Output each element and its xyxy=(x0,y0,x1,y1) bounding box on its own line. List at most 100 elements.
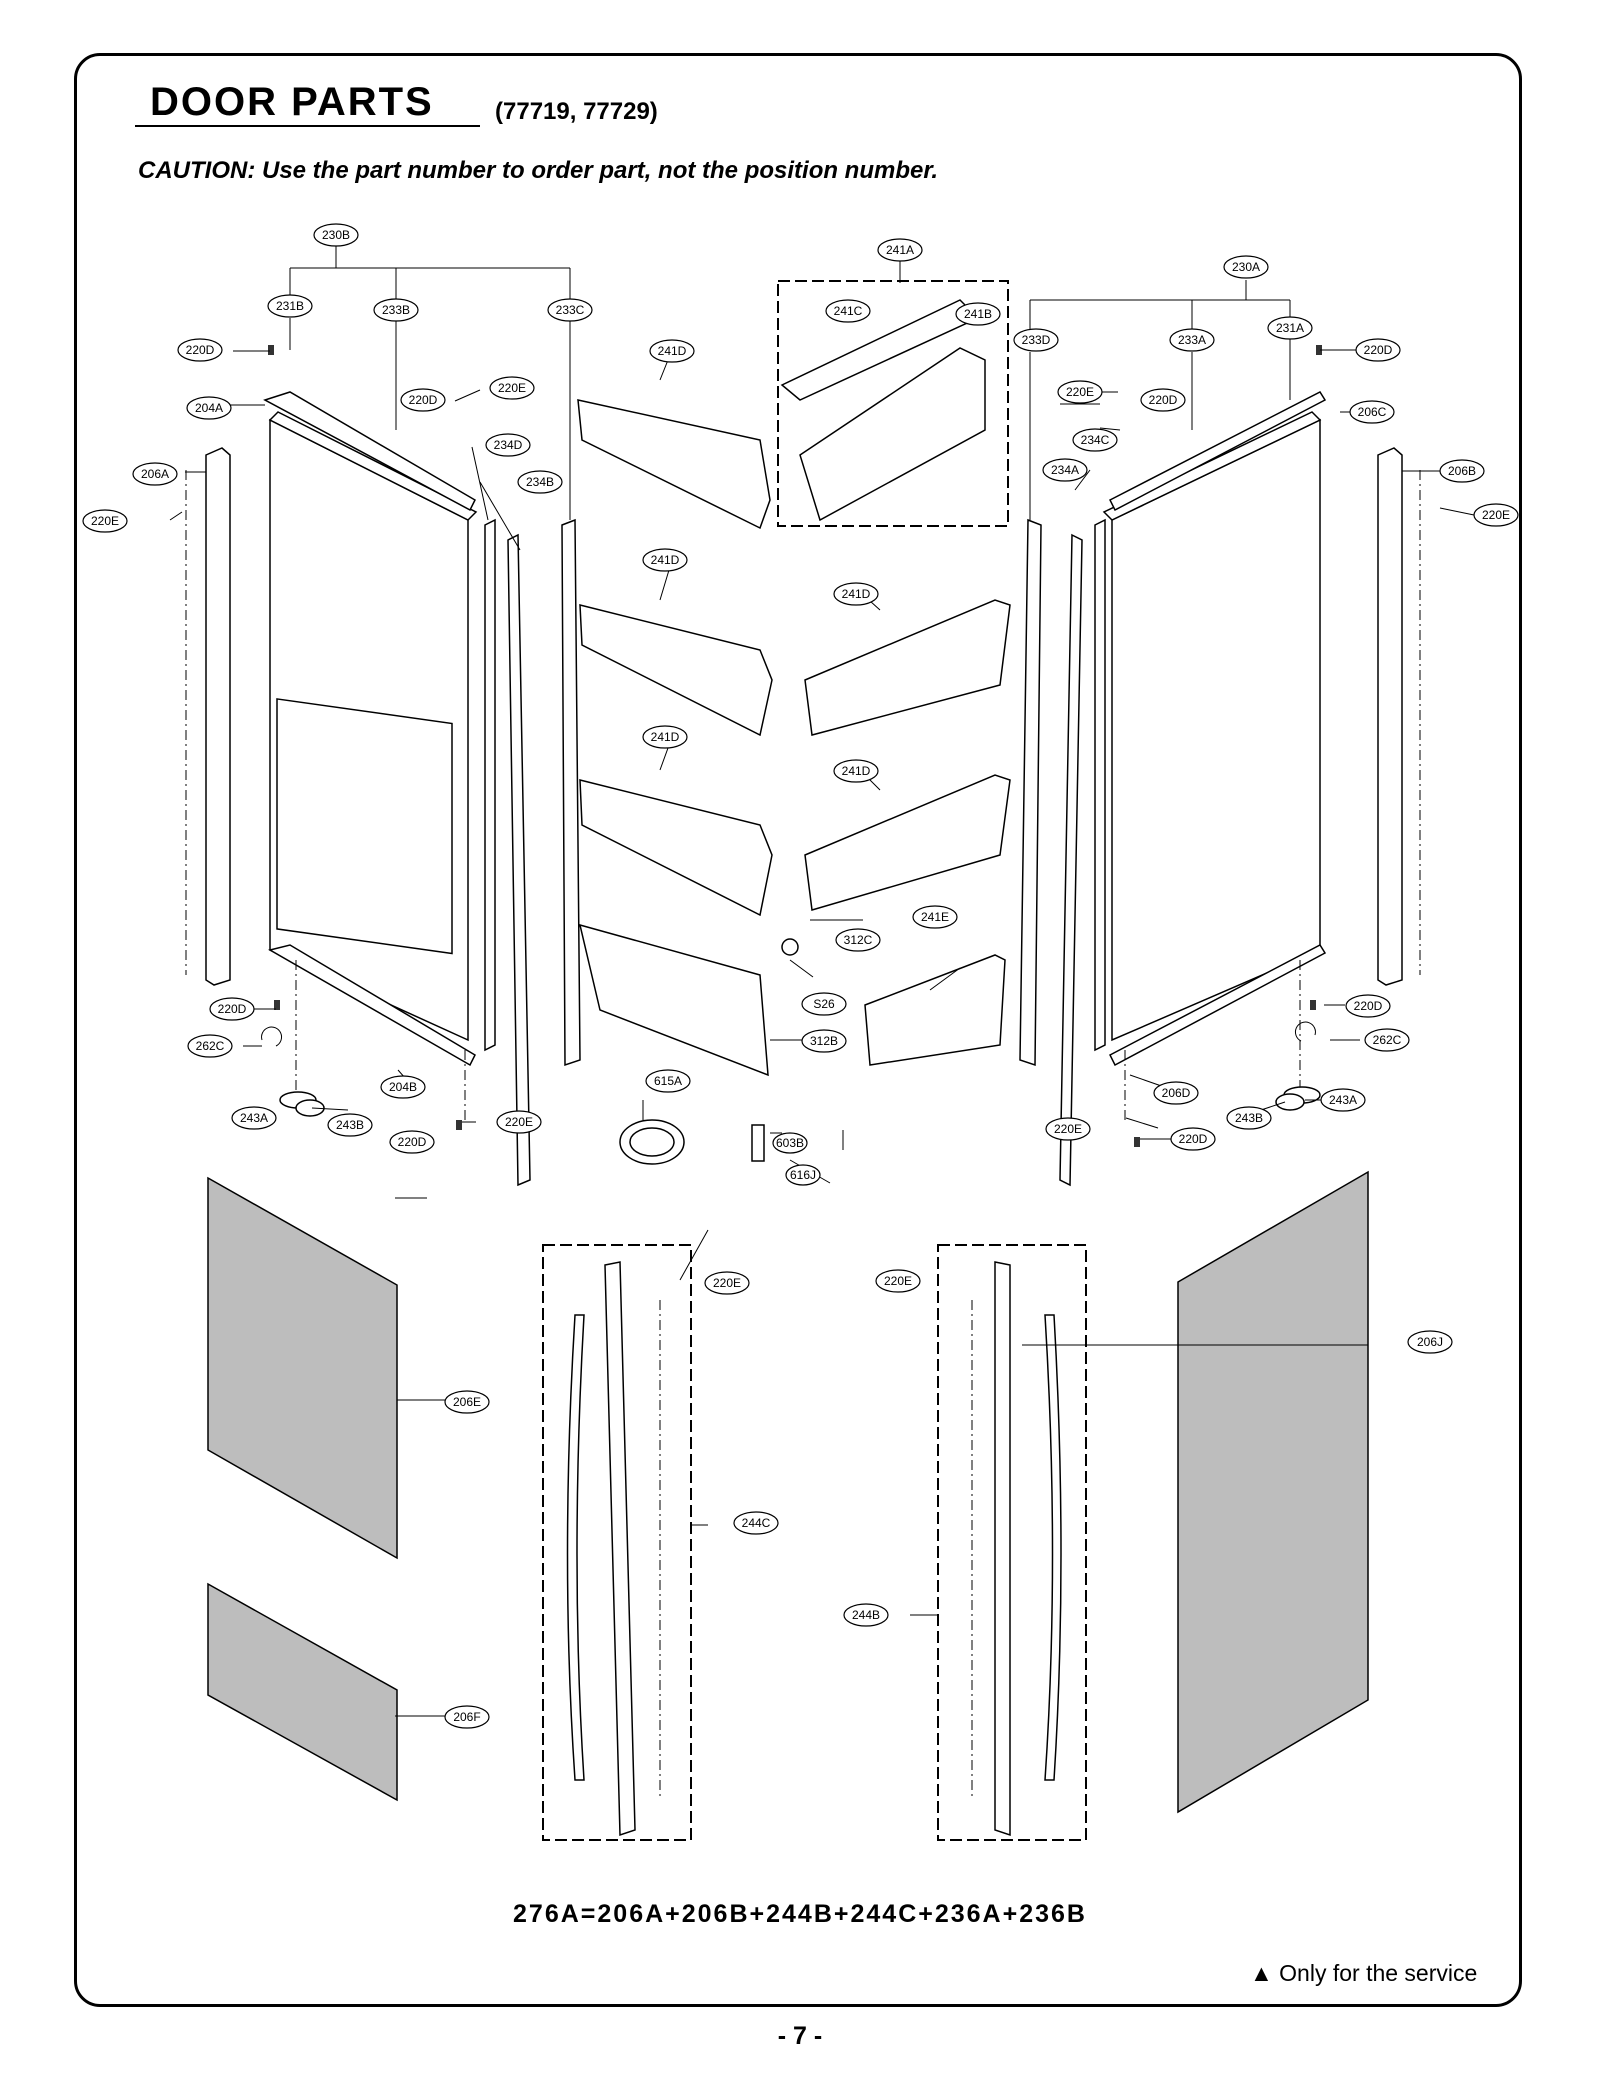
label-220E-handle-left: 220E xyxy=(704,1271,750,1295)
label-231B: 231B xyxy=(267,294,313,318)
svg-text:220E: 220E xyxy=(505,1115,533,1129)
svg-text:220D: 220D xyxy=(398,1135,427,1149)
svg-text:233B: 233B xyxy=(382,303,410,317)
door-handles xyxy=(542,1244,1087,1841)
svg-text:220D: 220D xyxy=(1364,343,1393,357)
svg-text:262C: 262C xyxy=(1373,1033,1402,1047)
svg-text:220D: 220D xyxy=(1354,999,1383,1013)
label-231A: 231A xyxy=(1267,316,1313,340)
svg-text:220D: 220D xyxy=(1149,393,1178,407)
label-241D-1: 241D xyxy=(649,339,695,363)
svg-text:234D: 234D xyxy=(494,438,523,452)
svg-text:206J: 206J xyxy=(1417,1335,1443,1349)
label-233C: 233C xyxy=(547,298,593,322)
label-241D-2: 241D xyxy=(642,548,688,572)
label-233D: 233D xyxy=(1013,328,1059,352)
label-206B: 206B xyxy=(1439,459,1485,483)
svg-text:220E: 220E xyxy=(884,1274,912,1288)
label-220E-left: 220E xyxy=(82,509,128,533)
page-frame xyxy=(74,53,1522,2007)
label-262C-right: 262C xyxy=(1364,1028,1410,1052)
label-234B: 234B xyxy=(517,470,563,494)
label-616J: 616J xyxy=(785,1164,821,1186)
svg-text:241E: 241E xyxy=(921,910,949,924)
svg-text:220D: 220D xyxy=(409,393,438,407)
svg-text:231A: 231A xyxy=(1276,321,1304,335)
label-206D: 206D xyxy=(1153,1081,1199,1105)
label-233A: 233A xyxy=(1169,328,1215,352)
svg-text:616J: 616J xyxy=(790,1168,816,1182)
label-234D: 234D xyxy=(485,433,531,457)
svg-text:220D: 220D xyxy=(218,1002,247,1016)
title-underline xyxy=(135,125,480,127)
svg-text:220E: 220E xyxy=(1482,508,1510,522)
label-244B: 244B xyxy=(843,1603,889,1627)
svg-text:204B: 204B xyxy=(389,1080,417,1094)
svg-text:220E: 220E xyxy=(91,514,119,528)
svg-text:220D: 220D xyxy=(186,343,215,357)
svg-text:243A: 243A xyxy=(240,1111,268,1125)
label-241D-4: 241D xyxy=(642,725,688,749)
svg-text:312C: 312C xyxy=(844,933,873,947)
label-230A: 230A xyxy=(1223,255,1269,279)
label-204A: 204A xyxy=(186,396,232,420)
svg-text:243B: 243B xyxy=(1235,1111,1263,1125)
svg-text:206E: 206E xyxy=(453,1395,481,1409)
service-note: ▲ Only for the service xyxy=(1250,1960,1478,1986)
label-220E-bottom-left: 220E xyxy=(496,1110,542,1134)
label-220D-top-right: 220D xyxy=(1355,338,1401,362)
label-243A-right: 243A xyxy=(1320,1088,1366,1112)
label-241D-3: 241D xyxy=(833,582,879,606)
label-243A-left: 243A xyxy=(231,1106,277,1130)
svg-text:230B: 230B xyxy=(322,228,350,242)
svg-text:234B: 234B xyxy=(526,475,554,489)
svg-text:244B: 244B xyxy=(852,1608,880,1622)
svg-text:230A: 230A xyxy=(1232,260,1260,274)
svg-text:220D: 220D xyxy=(1179,1132,1208,1146)
label-220E-top-right: 220E xyxy=(1057,380,1103,404)
caution-note: CAUTION: Use the part number to order pa… xyxy=(138,157,939,184)
svg-text:241C: 241C xyxy=(834,304,863,318)
label-220D-bottom-right-2: 220D xyxy=(1170,1127,1216,1151)
svg-text:220E: 220E xyxy=(498,381,526,395)
label-220E-bottom-right: 220E xyxy=(1045,1117,1091,1141)
label-312B: 312B xyxy=(801,1029,847,1053)
page-number: - 7 - xyxy=(777,2022,823,2050)
label-241A: 241A xyxy=(877,238,923,262)
label-615A: 615A xyxy=(645,1069,691,1093)
label-234A: 234A xyxy=(1042,458,1088,482)
svg-text:241D: 241D xyxy=(658,344,687,358)
label-220D-top-left-2: 220D xyxy=(400,388,446,412)
label-241C: 241C xyxy=(825,299,871,323)
label-262C-left: 262C xyxy=(187,1034,233,1058)
label-234C: 234C xyxy=(1072,428,1118,452)
svg-text:206B: 206B xyxy=(1448,464,1476,478)
label-204B: 204B xyxy=(380,1075,426,1099)
label-220E-handle-right: 220E xyxy=(875,1269,921,1293)
door-bins xyxy=(577,280,1011,1077)
svg-text:241D: 241D xyxy=(842,764,871,778)
leader-lines xyxy=(169,349,1475,1717)
svg-text:204A: 204A xyxy=(195,401,223,415)
svg-text:243B: 243B xyxy=(336,1118,364,1132)
svg-text:231B: 231B xyxy=(276,299,304,313)
svg-text:262C: 262C xyxy=(196,1039,225,1053)
label-243B-right: 243B xyxy=(1226,1106,1272,1130)
svg-text:241B: 241B xyxy=(964,307,992,321)
assembly-formula: 276A=206A+206B+244B+244C+236A+236B xyxy=(513,1900,1087,1928)
svg-text:603B: 603B xyxy=(776,1136,804,1150)
svg-text:241A: 241A xyxy=(886,243,914,257)
label-233B: 233B xyxy=(373,298,419,322)
label-243B-left: 243B xyxy=(327,1113,373,1137)
label-244C: 244C xyxy=(733,1511,779,1535)
svg-text:243A: 243A xyxy=(1329,1093,1357,1107)
svg-text:220E: 220E xyxy=(713,1276,741,1290)
svg-text:233C: 233C xyxy=(556,303,585,317)
label-206J: 206J xyxy=(1407,1330,1453,1354)
left-door-assembly xyxy=(185,391,581,1187)
bracket-lines xyxy=(289,245,1291,520)
model-numbers: (77719, 77729) xyxy=(495,98,658,125)
label-241E: 241E xyxy=(912,905,958,929)
label-206C: 206C xyxy=(1349,400,1395,424)
